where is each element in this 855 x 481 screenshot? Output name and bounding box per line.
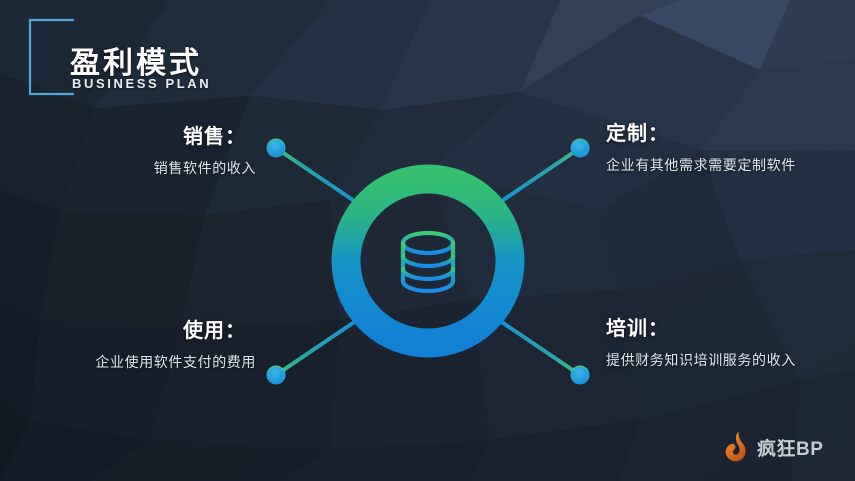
node-dot-custom-core xyxy=(572,140,588,156)
node-label-custom: 定制： 企业有其他需求需要定制软件 xyxy=(606,123,836,173)
node-title-custom: 定制： xyxy=(606,123,669,145)
node-dot-sales-core xyxy=(268,140,284,156)
flame-icon xyxy=(725,432,746,462)
bracket-decoration-icon xyxy=(28,18,74,96)
footer-logo[interactable]: 疯狂BP xyxy=(722,430,823,464)
node-desc-usage: 企业使用软件支付的费用 xyxy=(95,354,256,370)
node-desc-custom: 企业有其他需求需要定制软件 xyxy=(606,157,796,173)
database-icon xyxy=(400,230,456,294)
node-title-training: 培训： xyxy=(606,318,669,340)
node-dot-training-core xyxy=(572,367,588,383)
node-label-sales: 销售： 销售软件的收入 xyxy=(44,126,256,176)
title-block: 盈利模式 BUSINESS PLAN xyxy=(28,12,288,102)
page-title: 盈利模式 xyxy=(70,47,202,80)
node-label-training: 培训： 提供财务知识培训服务的收入 xyxy=(606,318,836,368)
logo-text: 疯狂BP xyxy=(757,438,824,460)
node-desc-sales: 销售软件的收入 xyxy=(153,160,256,176)
center-ring xyxy=(331,164,525,358)
page-subtitle: BUSINESS PLAN xyxy=(72,76,212,91)
node-title-usage: 使用： xyxy=(183,320,246,342)
node-dot-usage-core xyxy=(268,367,284,383)
node-label-usage: 使用： 企业使用软件支付的费用 xyxy=(44,320,256,370)
node-title-sales: 销售： xyxy=(183,126,246,148)
node-desc-training: 提供财务知识培训服务的收入 xyxy=(606,352,796,368)
